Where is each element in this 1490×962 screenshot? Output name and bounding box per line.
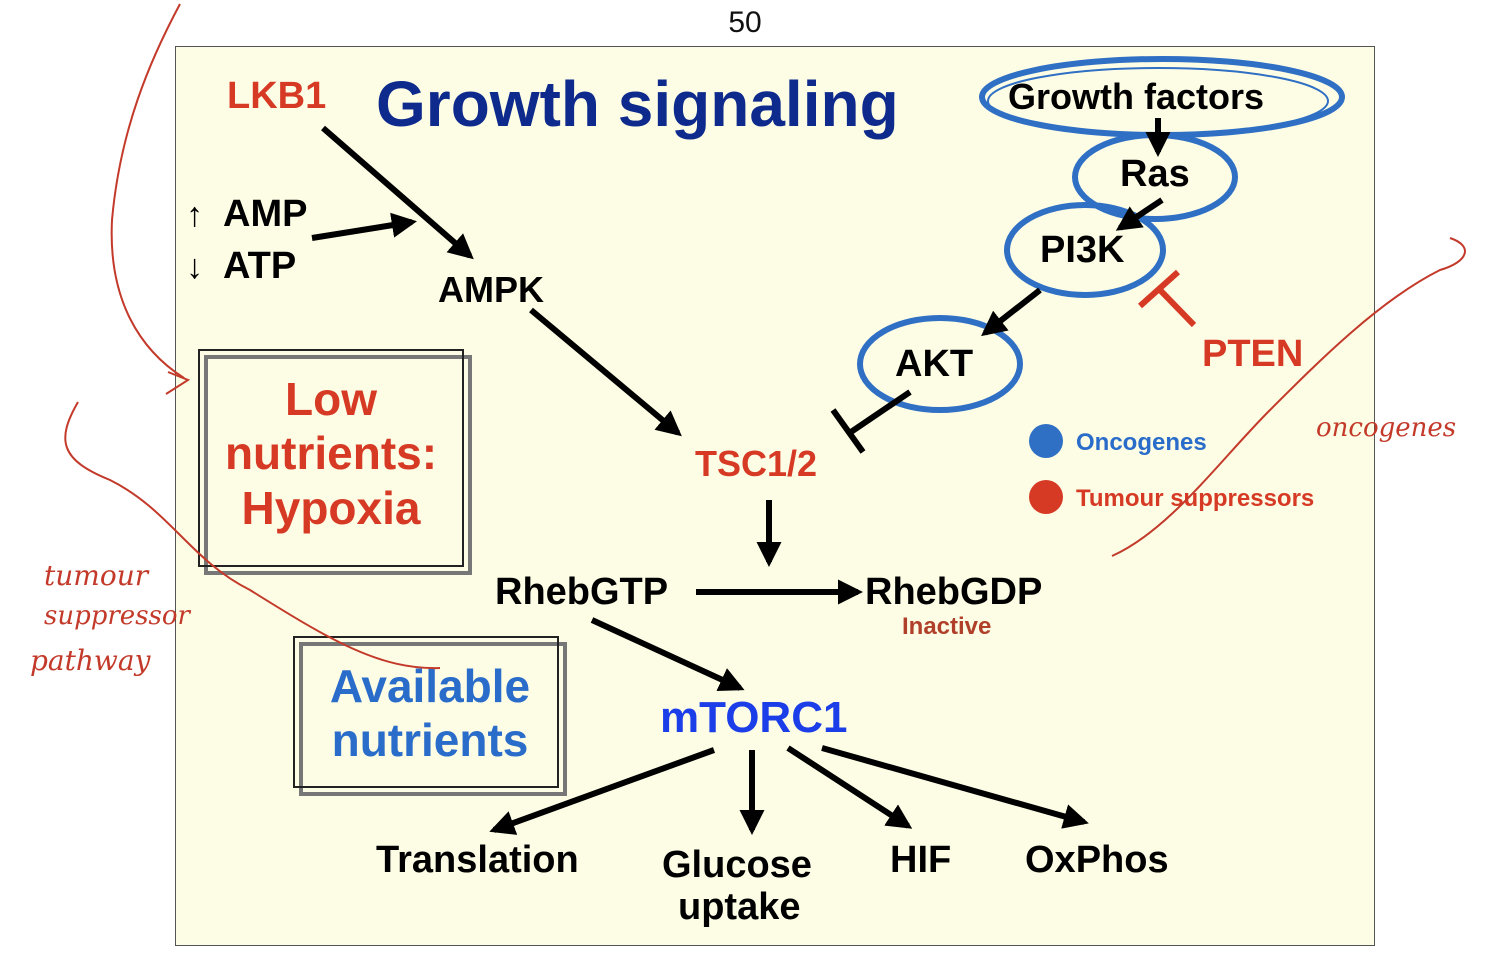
atp-down-arrow-icon: ↓: [186, 248, 203, 286]
output-translation: Translation: [376, 839, 579, 881]
node-tsc: TSC1/2: [695, 443, 817, 484]
legend: Oncogenes Tumour suppressors: [1029, 424, 1314, 514]
arrow-rheb-mtorc1: [590, 617, 745, 692]
page-number: 50: [728, 6, 762, 39]
pten-inhibits-pi3k: [1137, 269, 1197, 328]
handwritten-annotations: [64, 3, 1466, 670]
output-oxphos: OxPhos: [1025, 839, 1169, 881]
akt-inhibits-tsc: [830, 389, 912, 454]
arrow-mtorc1-hif: [786, 745, 913, 829]
hand-note-line1: tumour: [44, 559, 150, 592]
hand-bracket-right: [1111, 237, 1466, 557]
legend-oncogene-dot-icon: [1029, 424, 1063, 458]
output-glucose-line1: Glucose: [662, 844, 812, 886]
node-ras: Ras: [1120, 153, 1190, 195]
hand-note-line2: suppressor: [44, 601, 192, 631]
legend-suppressors: Tumour suppressors: [1076, 485, 1314, 512]
node-pten: PTEN: [1202, 333, 1303, 375]
low-nutrients-line1: Low: [285, 373, 377, 425]
pathway-arrows: [311, 118, 1171, 836]
node-lkb1: LKB1: [227, 75, 326, 117]
node-growth-factors: Growth factors: [1008, 76, 1264, 117]
available-nutrients-box: Available nutrients: [293, 636, 567, 796]
low-nutrients-line2: nutrients:: [225, 427, 437, 479]
pi3k-ring: [1004, 202, 1166, 298]
output-glucose-line2: uptake: [678, 886, 800, 928]
rheb-gdp-inactive-note: Inactive: [902, 613, 991, 640]
output-hif: HIF: [890, 839, 951, 881]
node-amp: AMP: [223, 193, 307, 235]
hand-curve-suppressor: [64, 401, 441, 670]
legend-oncogenes: Oncogenes: [1076, 429, 1207, 456]
hand-arrowhead-left: [165, 371, 191, 395]
arrow-mtorc1-translation: [489, 747, 716, 835]
arrow-mtorc1-oxphos: [821, 745, 1089, 829]
arrow-ras-pi3k: [1115, 197, 1164, 231]
low-nutrients-box: Low nutrients: Hypoxia: [198, 349, 472, 575]
node-mtorc1: mTORC1: [660, 693, 847, 742]
hand-note-right: oncogenes: [1316, 413, 1456, 443]
arrow-lkb1-ampk: [321, 125, 474, 260]
node-ampk: AMPK: [438, 269, 544, 310]
node-pi3k: PI3K: [1040, 229, 1125, 271]
available-nutrients-line2: nutrients: [332, 714, 529, 766]
low-nutrients-line3: Hypoxia: [242, 482, 421, 534]
amp-up-arrow-icon: ↑: [186, 196, 203, 234]
node-atp: ATP: [223, 245, 296, 287]
node-rheb-gdp: RhebGDP: [865, 571, 1042, 613]
node-akt: AKT: [895, 343, 973, 385]
hand-bracket-left: [110, 3, 185, 379]
hand-note-line3: pathway: [30, 644, 152, 677]
slide-title: Growth signaling: [376, 68, 899, 140]
arrow-pi3k-akt: [981, 287, 1042, 337]
node-rheb-gtp: RhebGTP: [495, 571, 668, 613]
arrow-amp-ampk: [311, 212, 417, 241]
arrow-ampk-tsc: [529, 307, 682, 437]
akt-ring: [857, 315, 1023, 413]
legend-suppressor-dot-icon: [1029, 480, 1063, 514]
